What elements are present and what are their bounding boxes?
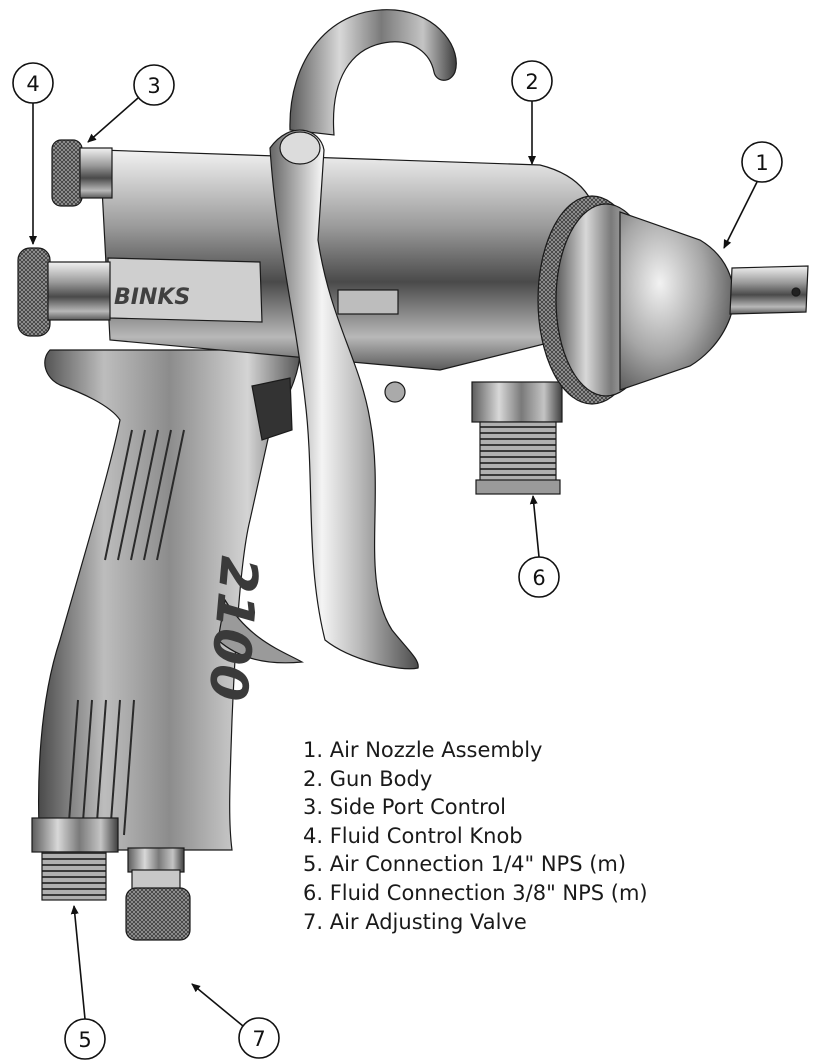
callout-6-number: 6 — [532, 566, 545, 590]
trigger — [269, 129, 419, 670]
fluid-connection — [479, 421, 557, 485]
air-connection — [41, 851, 107, 901]
callout-3: 3 — [87, 64, 175, 143]
callout-7-number: 7 — [252, 1027, 265, 1051]
fluid-control-knob — [17, 247, 51, 337]
legend-item-1: 1. Air Nozzle Assembly — [303, 738, 543, 762]
callout-4: 4 — [12, 62, 54, 245]
legend-item-4: 4. Fluid Control Knob — [303, 823, 523, 848]
callouts: 1 2 3 4 5 6 — [12, 60, 783, 1060]
air-nozzle — [619, 211, 735, 391]
brand-lettering: BINKS — [114, 285, 190, 310]
legend-item-5: 5. Air Connection 1/4" NPS (m) — [303, 852, 627, 877]
callout-1-number: 1 — [755, 151, 768, 175]
legend-item-6: 6. Fluid Connection 3/8" NPS (m) — [303, 880, 648, 905]
finger-spur — [217, 598, 305, 664]
callout-5-number: 5 — [78, 1028, 91, 1052]
gun-illustration — [17, 9, 809, 941]
hook — [289, 9, 457, 136]
air-adjusting-valve — [125, 887, 191, 941]
callout-2-number: 2 — [525, 70, 538, 94]
callout-1: 1 — [723, 141, 783, 249]
legend-item-2: 2. Gun Body — [303, 766, 433, 791]
callout-4-number: 4 — [26, 72, 39, 96]
callout-2: 2 — [511, 60, 553, 165]
callout-7: 7 — [191, 983, 280, 1059]
grip-ribs — [67, 429, 185, 836]
callout-3-number: 3 — [147, 74, 160, 98]
callout-6: 6 — [518, 495, 560, 598]
legend-item-7: 7. Air Adjusting Valve — [303, 909, 527, 934]
parts-legend: 1. Air Nozzle Assembly 2. Gun Body 3. Si… — [303, 736, 803, 936]
legend-item-3: 3. Side Port Control — [303, 795, 507, 820]
callout-5: 5 — [64, 905, 106, 1060]
side-port-control — [51, 139, 83, 207]
model-lettering: 2100 — [196, 554, 268, 703]
